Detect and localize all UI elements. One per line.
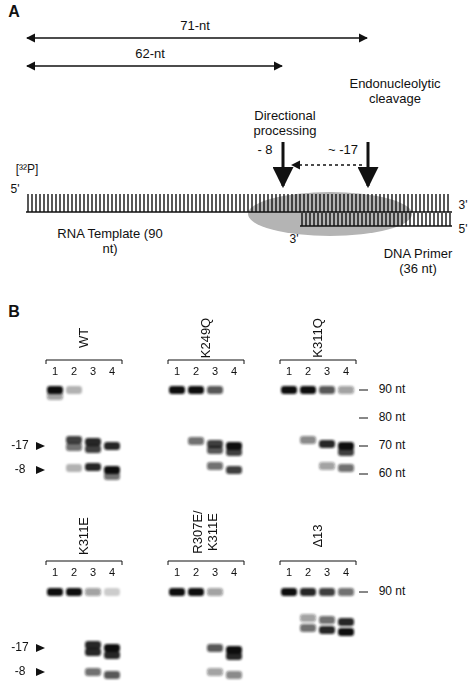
band-pointer xyxy=(36,442,45,450)
annotation: Directional processing xyxy=(240,109,330,139)
lane-bracket xyxy=(46,561,122,565)
label-tag: [³²P] xyxy=(16,163,39,177)
lane-bracket xyxy=(280,360,356,364)
lane-number: 1 xyxy=(174,566,180,579)
lane-bracket xyxy=(46,360,122,364)
band-pointer xyxy=(36,668,45,676)
position-label: ~ -17 xyxy=(328,143,358,158)
lane-number: 2 xyxy=(71,566,77,579)
end-label: 3' xyxy=(459,199,468,213)
lane-number: 1 xyxy=(286,365,292,378)
marker-tick xyxy=(359,446,368,447)
length-label: 71-nt xyxy=(180,19,210,34)
lane-number: 4 xyxy=(109,566,115,579)
lane-number: 1 xyxy=(52,365,58,378)
lane-number: 3 xyxy=(212,365,218,378)
lane-number: 3 xyxy=(324,566,330,579)
dna-backbone xyxy=(300,225,452,227)
cleavage-arrow xyxy=(367,142,370,186)
band-marker: -17 xyxy=(11,641,28,655)
length-arrow xyxy=(27,37,367,38)
gel-bands xyxy=(47,386,354,679)
panel-label: WT xyxy=(77,328,92,348)
marker-tick xyxy=(359,474,368,475)
panel-label: Δ13 xyxy=(311,524,326,547)
lane-number: 2 xyxy=(305,365,311,378)
lane-number: 2 xyxy=(305,566,311,579)
end-label: 5' xyxy=(11,183,20,197)
band-pointer xyxy=(36,466,45,474)
rna-backbone xyxy=(26,211,452,213)
end-label: 5' xyxy=(459,223,468,237)
dna-primer xyxy=(302,213,450,226)
lane-number: 4 xyxy=(231,566,237,579)
panel-label: K311Q xyxy=(311,318,326,358)
size-marker: 70 nt xyxy=(379,439,406,453)
lane-number: 3 xyxy=(90,566,96,579)
size-marker: 90 nt xyxy=(379,585,406,599)
lane-number: 3 xyxy=(324,365,330,378)
lane-number: 4 xyxy=(231,365,237,378)
lane-number: 1 xyxy=(286,566,292,579)
lane-bracket xyxy=(168,561,244,565)
lane-number: 3 xyxy=(212,566,218,579)
lane-number: 2 xyxy=(71,365,77,378)
cleavage-arrow xyxy=(282,142,285,186)
lane-bracket xyxy=(168,360,244,364)
size-marker: 90 nt xyxy=(379,383,406,397)
panel-label: K311E xyxy=(77,517,92,555)
end-label: 3' xyxy=(290,233,299,247)
lane-bracket xyxy=(280,561,356,565)
size-marker: 80 nt xyxy=(379,411,406,425)
position-label: - 8 xyxy=(257,143,272,158)
panel-letter: B xyxy=(8,303,20,321)
lane-number: 1 xyxy=(52,566,58,579)
band-marker: -17 xyxy=(11,439,28,453)
panel-label: K249Q xyxy=(199,318,214,358)
lane-number: 2 xyxy=(193,365,199,378)
lane-number: 4 xyxy=(109,365,115,378)
size-marker: 60 nt xyxy=(379,467,406,481)
length-arrow xyxy=(27,65,282,66)
lane-number: 4 xyxy=(343,566,349,579)
enzyme-shape xyxy=(248,192,412,236)
band-marker: -8 xyxy=(15,463,26,477)
band-marker: -8 xyxy=(15,665,26,679)
lane-number: 4 xyxy=(343,365,349,378)
rna-strand xyxy=(28,194,448,212)
marker-tick xyxy=(359,390,368,391)
panel-letter: A xyxy=(8,3,20,21)
lane-number: 1 xyxy=(174,365,180,378)
annotation: Endonucleolytic cleavage xyxy=(340,77,450,107)
strand-label: DNA Primer (36 nt) xyxy=(378,247,458,277)
marker-tick xyxy=(359,592,368,593)
length-label: 62-nt xyxy=(135,47,165,62)
processing-arrow xyxy=(292,164,362,165)
panel-label: R307E/ K311E xyxy=(191,509,221,555)
lane-number: 3 xyxy=(90,365,96,378)
band-pointer xyxy=(36,644,45,652)
strand-label: RNA Template (90 nt) xyxy=(55,227,165,257)
lane-number: 2 xyxy=(193,566,199,579)
marker-tick xyxy=(359,418,368,419)
